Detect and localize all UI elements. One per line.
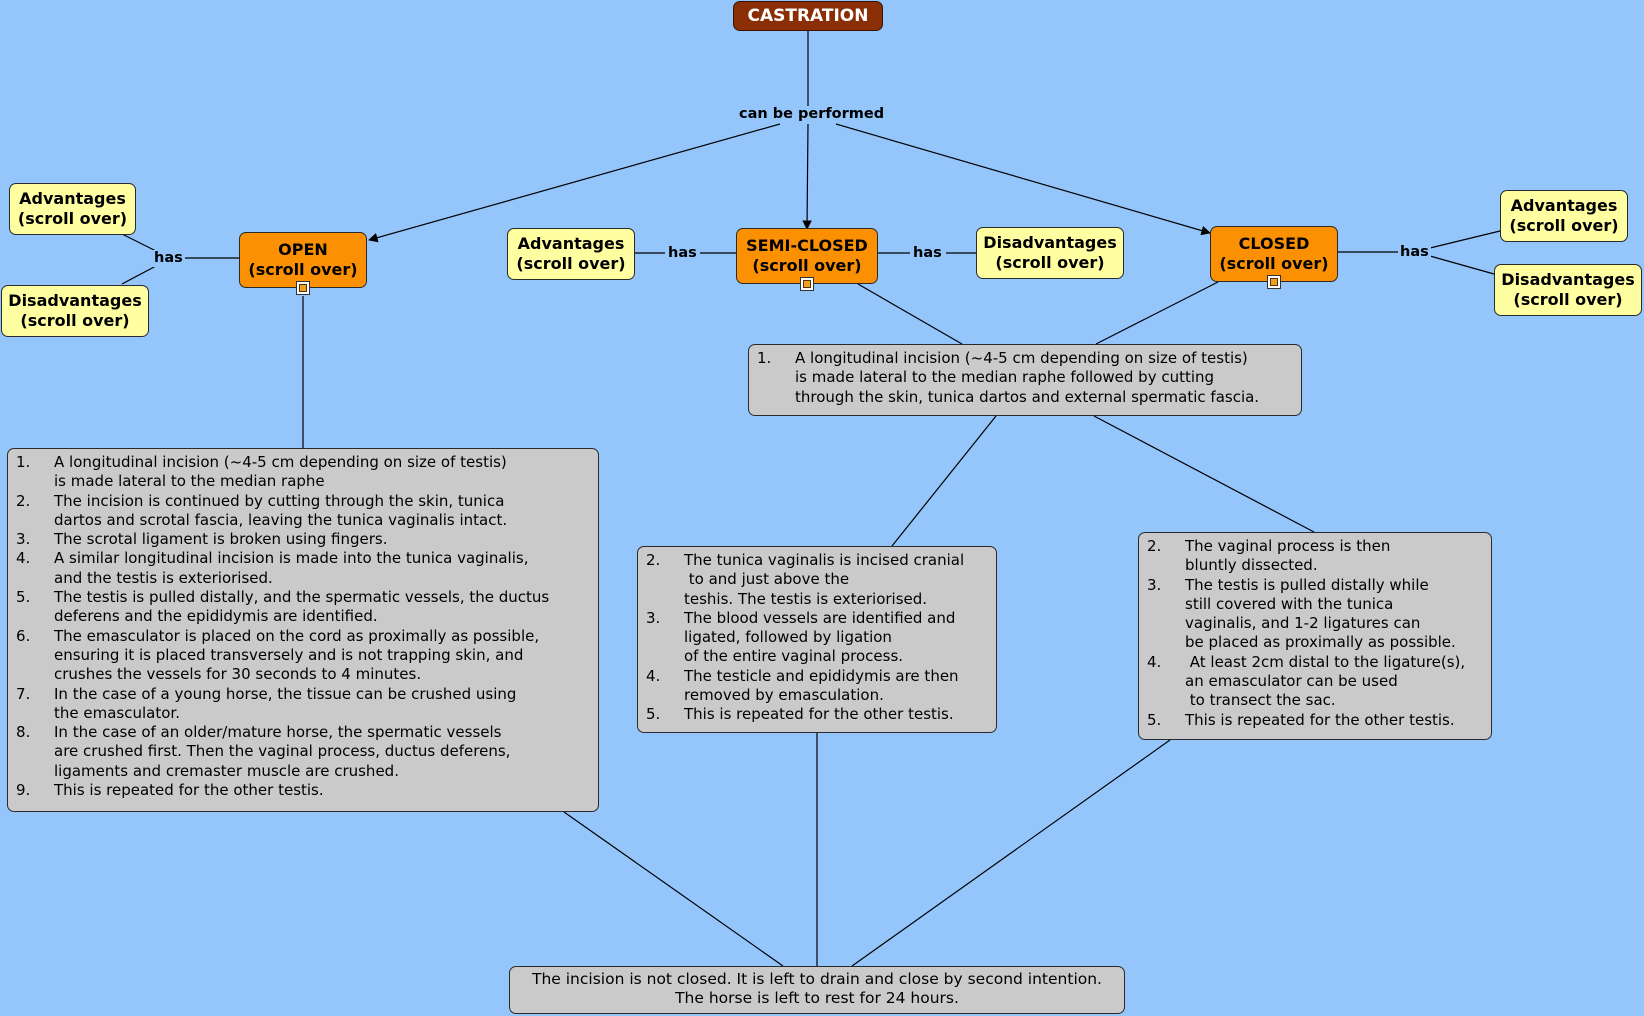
expand-icon[interactable] [800,277,814,291]
step-number: 3. [646,608,661,627]
step-text: The incision is continued by cutting thr… [54,491,508,529]
step-text: In the case of an older/mature horse, th… [54,723,511,780]
open-disadvantages[interactable]: Disadvantages (scroll over) [1,285,149,337]
closed-steps: 2. The vaginal process is then bluntly di… [1138,532,1492,740]
step-text: The testicle and epididymis are then rem… [684,666,959,705]
step-number: 1. [16,453,31,471]
semi-closed-disadvantages[interactable]: Disadvantages (scroll over) [976,227,1124,279]
method-open-title: OPEN [278,240,328,259]
step-number: 2. [16,491,31,510]
step-number: 4. [16,549,31,568]
step-number: 1. [757,349,772,367]
final-line-2: The horse is left to rest for 24 hours. [675,989,959,1007]
step-text: This is repeated for the other testis. [684,705,954,724]
method-semi-closed-hint: (scroll over) [752,256,862,275]
semi-closed-advantages[interactable]: Advantages (scroll over) [507,228,635,280]
link-has-closed: has [1398,244,1431,261]
closed-disadvantages-title: Disadvantages [1501,270,1635,289]
step-number: 8. [16,723,31,742]
step-number: 9. [16,781,31,800]
closed-advantages[interactable]: Advantages (scroll over) [1500,190,1628,242]
step-row: 3. The testis is pulled distally while st… [1147,576,1483,653]
semi-closed-disadvantages-hint: (scroll over) [995,253,1105,272]
step-text: At least 2cm distal to the ligature(s), … [1185,652,1466,710]
method-open[interactable]: OPEN (scroll over) [239,232,367,288]
step-row: 3. The blood vessels are identified and l… [646,609,988,667]
step-number: 5. [646,705,661,724]
step-row: 2. The vaginal process is then bluntly di… [1147,537,1483,576]
step-number: 4. [646,666,661,685]
step-text: The emasculator is placed on the cord as… [54,626,540,684]
link-can-be-performed: can be performed [737,106,887,123]
link-has-semi-advantages: has [666,245,699,262]
step-text: A longitudinal incision (~4-5 cm dependi… [795,349,1260,406]
step-text: A longitudinal incision (~4-5 cm dependi… [54,453,507,491]
shared-incision-step: 1. A longitudinal incision (~4-5 cm depe… [748,344,1302,416]
step-row: 7. In the case of a young horse, the tiss… [16,685,590,724]
step-row: 2. The tunica vaginalis is incised crania… [646,551,988,609]
semi-closed-disadvantages-title: Disadvantages [983,233,1117,252]
step-row: 4. At least 2cm distal to the ligature(s… [1147,653,1483,711]
step-row: 1. A longitudinal incision (~4-5 cm depen… [16,453,590,492]
method-closed-title: CLOSED [1238,234,1310,253]
step-number: 2. [1147,537,1162,555]
step-number: 3. [16,530,31,549]
closed-disadvantages[interactable]: Disadvantages (scroll over) [1494,264,1642,316]
open-advantages-hint: (scroll over) [17,209,128,228]
final-line-1: The incision is not closed. It is left t… [531,970,1102,988]
step-number: 2. [646,551,661,569]
step-row: 1. A longitudinal incision (~4-5 cm depe… [757,349,1293,407]
step-row: 2. The incision is continued by cutting t… [16,492,590,531]
open-disadvantages-title: Disadvantages [8,291,142,310]
step-number: 7. [16,684,31,703]
method-closed-hint: (scroll over) [1219,254,1329,273]
method-semi-closed[interactable]: SEMI-CLOSED (scroll over) [736,228,878,284]
open-disadvantages-hint: (scroll over) [20,311,130,330]
method-closed[interactable]: CLOSED (scroll over) [1210,226,1338,282]
step-text: The testis is pulled distally, and the s… [54,588,550,626]
root-concept-castration: CASTRATION [733,1,883,31]
step-row: 3. The scrotal ligament is broken using f… [16,530,590,549]
step-number: 5. [1147,710,1162,729]
step-row: 8. In the case of an older/mature horse, … [16,723,590,781]
step-row: 5. This is repeated for the other testis. [646,705,988,724]
semi-closed-advantages-title: Advantages [517,234,625,253]
step-text: This is repeated for the other testis. [1185,710,1455,729]
method-semi-closed-title: SEMI-CLOSED [746,236,868,255]
step-text: This is repeated for the other testis. [54,781,324,800]
step-text: The vaginal process is then bluntly diss… [1185,537,1391,575]
method-open-hint: (scroll over) [248,260,358,279]
link-has-open: has [152,250,185,267]
open-advantages[interactable]: Advantages (scroll over) [9,183,136,235]
step-text: In the case of a young horse, the tissue… [54,684,517,722]
step-row: 5. The testis is pulled distally, and the… [16,588,590,627]
root-label: CASTRATION [747,5,869,26]
step-row: 6. The emasculator is placed on the cord … [16,627,590,685]
step-row: 4. The testicle and epididymis are then r… [646,667,988,706]
open-advantages-title: Advantages [19,189,126,208]
step-text: The scrotal ligament is broken using fin… [54,530,388,549]
step-number: 4. [1147,652,1162,671]
closed-advantages-title: Advantages [1510,196,1618,215]
semi-closed-steps: 2. The tunica vaginalis is incised crania… [637,546,997,733]
link-has-semi-disadvantages: has [911,245,944,262]
step-text: The testis is pulled distally while stil… [1185,575,1456,652]
step-text: The blood vessels are identified and lig… [684,608,956,666]
final-aftercare: The incision is not closed. It is left t… [509,966,1125,1014]
open-steps: 1. A longitudinal incision (~4-5 cm depen… [7,448,599,812]
semi-closed-advantages-hint: (scroll over) [516,254,626,273]
expand-icon[interactable] [296,281,310,295]
step-row: 9. This is repeated for the other testis. [16,781,590,800]
expand-icon[interactable] [1267,275,1281,289]
step-row: 4. A similar longitudinal incision is mad… [16,549,590,588]
step-number: 3. [1147,575,1162,594]
step-row: 5. This is repeated for the other testis. [1147,711,1483,730]
closed-disadvantages-hint: (scroll over) [1513,290,1623,309]
step-text: The tunica vaginalis is incised cranial … [684,551,965,608]
step-text: A similar longitudinal incision is made … [54,549,529,587]
step-number: 6. [16,626,31,645]
closed-advantages-hint: (scroll over) [1509,216,1619,235]
step-number: 5. [16,588,31,607]
